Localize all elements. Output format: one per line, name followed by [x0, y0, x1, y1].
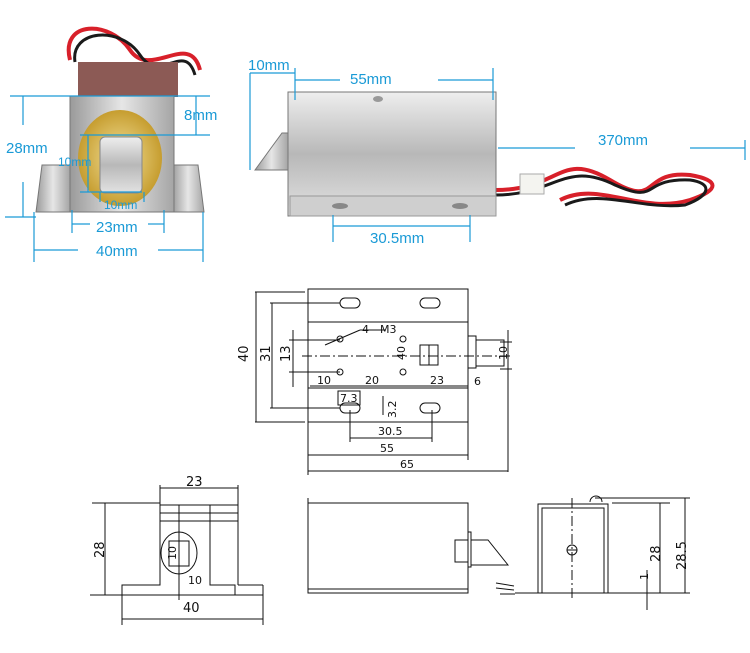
dim-body-width: 23mm [96, 219, 138, 236]
dim-hole-span: 31 [259, 345, 274, 362]
side-view-drawing [307, 498, 515, 595]
dim-left-offset: 10 [317, 374, 331, 387]
callout-m3: 4—M3 [362, 323, 397, 336]
base-flange-right [171, 164, 205, 213]
latch-bolt [254, 132, 289, 171]
dim-plate: 1 [638, 573, 651, 580]
bolt-face [99, 136, 143, 194]
dim-height: 28mm [6, 140, 48, 157]
front-photo-dimensions: 8mm 28mm 10mm 10mm 23mm 40mm [5, 95, 217, 262]
dim-bolt-width: 10 [188, 574, 202, 587]
dim-body-length: 55 [380, 442, 394, 455]
side-photo [254, 91, 715, 217]
top-view-drawing: 40 31 13 4—M3 40 10 20 23 6 10 7.3 3.2 3… [237, 288, 512, 475]
dim-bolt-height: 10mm [58, 155, 91, 169]
dim-slot-width: 7.3 [340, 392, 358, 405]
black-wire [495, 174, 708, 208]
dim-base-width: 40mm [96, 243, 138, 260]
dim-height: 28 [93, 541, 108, 558]
dim-base-width: 40 [183, 601, 200, 616]
dim-slot-spacing: 30.5 [378, 425, 403, 438]
dim-center-spacing: 40 [395, 346, 408, 360]
black-wire [73, 33, 197, 76]
dim-bolt-width: 10mm [104, 198, 137, 212]
base-flange-left [35, 164, 71, 213]
solenoid-top [78, 62, 178, 97]
dim-wire-length: 370mm [598, 132, 648, 149]
dim-bolt-height: 10 [166, 546, 179, 560]
dim-top-offset: 8mm [184, 107, 217, 124]
dim-inner-span: 13 [279, 345, 294, 362]
dim-height-offset: 10mm [248, 57, 290, 74]
dim-bolt-size: 10 [497, 346, 510, 360]
solenoid-body-side [287, 91, 497, 217]
dim-total-height: 40 [237, 345, 252, 362]
front-view-drawing: 23 28 10 10 40 [90, 475, 264, 625]
dim-mid-spacing: 20 [365, 374, 379, 387]
dim-bolt-ext: 6 [474, 375, 481, 388]
dim-hole-spacing: 30.5mm [370, 230, 424, 247]
dim-end-height: 28 [649, 545, 664, 562]
dim-total-height: 28.5 [675, 541, 690, 570]
front-photo [35, 26, 205, 213]
base-plate [289, 195, 497, 217]
end-view-drawing: 28.5 28 1 [515, 495, 690, 610]
connector [519, 173, 545, 195]
dim-right-offset: 23 [430, 374, 444, 387]
dim-body-length: 55mm [350, 71, 392, 88]
dim-slot-height: 3.2 [386, 401, 399, 419]
red-wire [66, 26, 202, 71]
dim-total-length: 65 [400, 458, 414, 471]
dim-body-width: 23 [186, 475, 203, 490]
side-photo-dimensions: 10mm 55mm 370mm 30.5mm [248, 57, 746, 247]
